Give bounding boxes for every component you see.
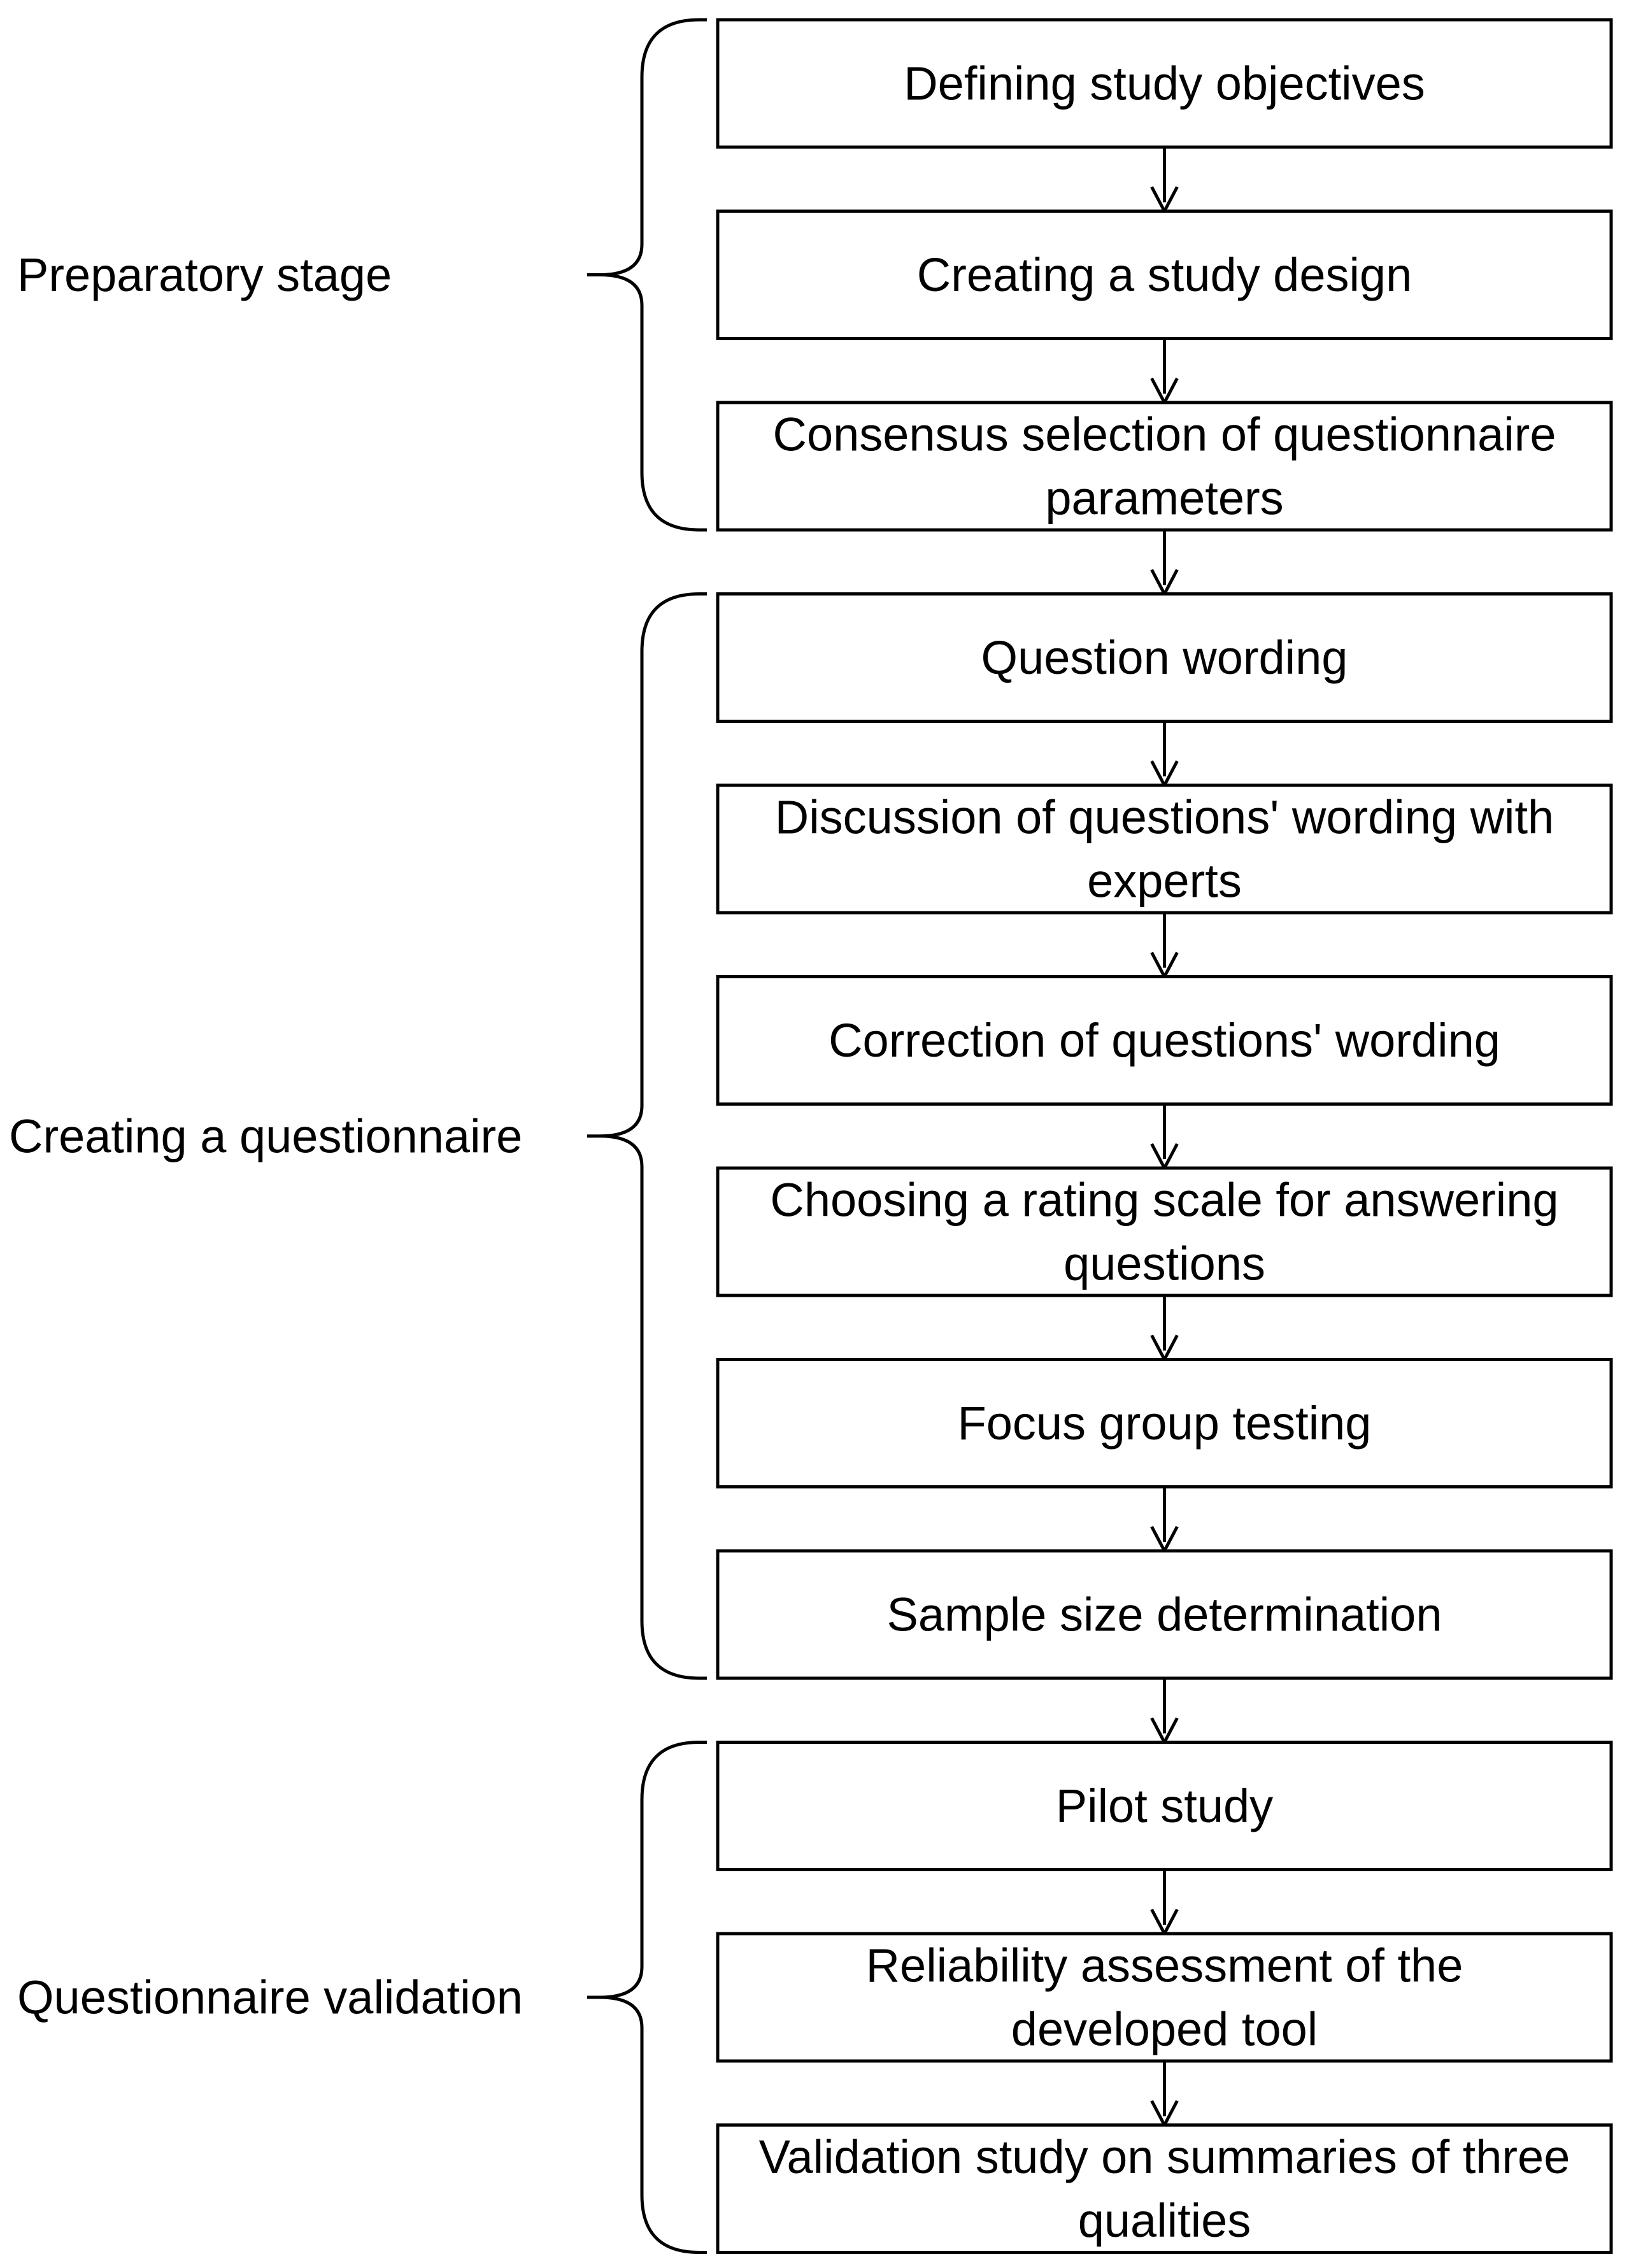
step-box: Consensus selection of questionnaire para…	[716, 401, 1613, 532]
step-box: Reliability assessment of the developed t…	[716, 1932, 1613, 2063]
flow-arrow	[1150, 530, 1179, 597]
step-box: Question wording	[716, 592, 1613, 723]
step-box-frame	[716, 1549, 1613, 1680]
step-label: Consensus selection of questionnaire	[773, 408, 1556, 461]
stage-brace	[587, 592, 707, 1680]
step-box: Correction of questions' wording	[716, 975, 1613, 1106]
stage-braces	[587, 18, 707, 2254]
stage-brace	[587, 1741, 707, 2254]
step-label: Question wording	[981, 631, 1348, 684]
step-box-frame	[716, 1741, 1613, 1871]
stage-label: Creating a questionnaire	[9, 1109, 522, 1162]
step-box-frame	[716, 1932, 1613, 2063]
step-box: Discussion of questions' wording with exp…	[716, 783, 1613, 915]
step-box-frame	[716, 975, 1613, 1106]
flow-arrow	[1150, 1104, 1179, 1172]
flow-arrow	[1150, 147, 1179, 215]
step-box: Creating a study design	[716, 210, 1613, 340]
step-box-frame	[716, 18, 1613, 149]
stage-brace	[587, 18, 707, 532]
flow-arrow	[1150, 338, 1179, 406]
step-label: Validation study on summaries of three	[759, 2130, 1570, 2183]
step-box: Validation study on summaries of three qu…	[716, 2123, 1613, 2254]
flow-arrow	[1150, 721, 1179, 789]
step-box-frame	[716, 210, 1613, 340]
step-box: Choosing a rating scale for answering que…	[716, 1166, 1613, 1297]
step-box: Focus group testing	[716, 1358, 1613, 1488]
step-label: experts	[1087, 855, 1242, 908]
flow-arrow	[1150, 1869, 1179, 1937]
step-box-frame	[716, 592, 1613, 723]
step-label: Pilot study	[1056, 1779, 1273, 1832]
step-box-frame	[716, 1358, 1613, 1488]
step-label: Sample size determination	[887, 1588, 1442, 1641]
step-label: developed tool	[1011, 2003, 1318, 2056]
step-label: Focus group testing	[958, 1397, 1372, 1450]
flow-arrow	[1150, 2061, 1179, 2129]
flow-arrow	[1150, 1295, 1179, 1363]
step-box: Defining study objectives	[716, 18, 1613, 149]
step-label: questions	[1063, 1237, 1265, 1290]
step-label: Defining study objectives	[904, 57, 1425, 110]
step-label: Creating a study design	[917, 248, 1412, 301]
step-label: parameters	[1045, 472, 1283, 525]
step-box: Sample size determination	[716, 1549, 1613, 1680]
step-box-frame	[716, 2123, 1613, 2254]
stage-label: Questionnaire validation	[17, 1971, 523, 2024]
step-box-frame	[716, 783, 1613, 915]
flow-arrow	[1150, 1678, 1179, 1746]
step-label: Correction of questions' wording	[829, 1014, 1500, 1067]
step-label: Discussion of questions' wording with	[775, 791, 1554, 844]
step-box: Pilot study	[716, 1741, 1613, 1871]
stage-label: Preparatory stage	[17, 248, 392, 301]
step-box-frame	[716, 401, 1613, 532]
flow-arrow	[1150, 913, 1179, 980]
step-label: qualities	[1078, 2194, 1251, 2247]
flow-arrow	[1150, 1487, 1179, 1555]
step-label: Reliability assessment of the	[866, 1939, 1463, 1992]
step-box-frame	[716, 1166, 1613, 1297]
step-label: Choosing a rating scale for answering	[770, 1174, 1558, 1227]
